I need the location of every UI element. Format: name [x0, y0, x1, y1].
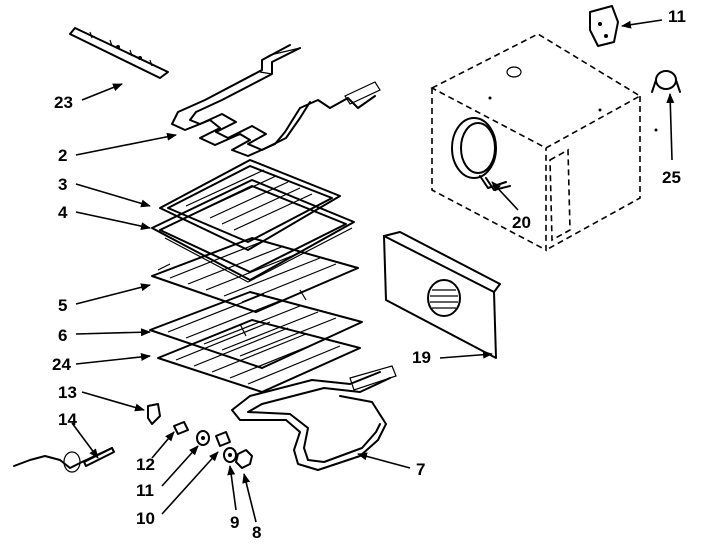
- spacer-part-12: [173, 421, 189, 435]
- callout-24: 24: [52, 355, 71, 374]
- bake-element-part-7: [231, 365, 397, 471]
- convection-element-part-20: [451, 117, 511, 191]
- oven-rack-part-5: [151, 237, 359, 313]
- broil-element-part-2: [171, 44, 381, 157]
- callout-8: 8: [252, 523, 261, 542]
- callout-14: 14: [58, 410, 77, 429]
- callout-12: 12: [136, 455, 155, 474]
- oven-cavity-outline: [430, 33, 658, 252]
- bracket-part-13: [147, 403, 161, 425]
- callout-11-upper: 11: [668, 7, 686, 26]
- bushing-part-10: [215, 431, 231, 447]
- nut-part-8: [235, 449, 253, 469]
- callout-3: 3: [58, 175, 67, 194]
- callout-20: 20: [512, 213, 531, 232]
- oven-rack-part-6: [149, 291, 363, 369]
- callout-11-lower: 11: [136, 481, 154, 500]
- oven-rack-part-24: [157, 319, 361, 393]
- callout-10: 10: [136, 509, 155, 528]
- callout-6: 6: [58, 326, 67, 345]
- clamp-part-25: [651, 70, 681, 93]
- callout-25: 25: [662, 168, 681, 187]
- leader-lines: [71, 19, 675, 523]
- washer-part-9: [223, 447, 237, 463]
- callout-5: 5: [58, 296, 67, 315]
- callout-23: 23: [54, 93, 73, 112]
- fan-panel-part-19: [383, 231, 501, 359]
- callout-2: 2: [58, 146, 67, 165]
- sensor-probe-part-14: [13, 447, 115, 473]
- bracket-part-23: [69, 27, 169, 79]
- callout-4: 4: [58, 203, 68, 222]
- callout-19: 19: [412, 348, 431, 367]
- callout-7: 7: [416, 460, 425, 479]
- callout-9: 9: [230, 513, 239, 532]
- callout-13: 13: [58, 383, 77, 402]
- washer-part-11: [196, 430, 210, 446]
- callout-labels: 23 2 3 4 5 6 24 13 14 12 11 10 9 8 7 19 …: [52, 7, 686, 542]
- bracket-part-11-upper: [589, 5, 619, 47]
